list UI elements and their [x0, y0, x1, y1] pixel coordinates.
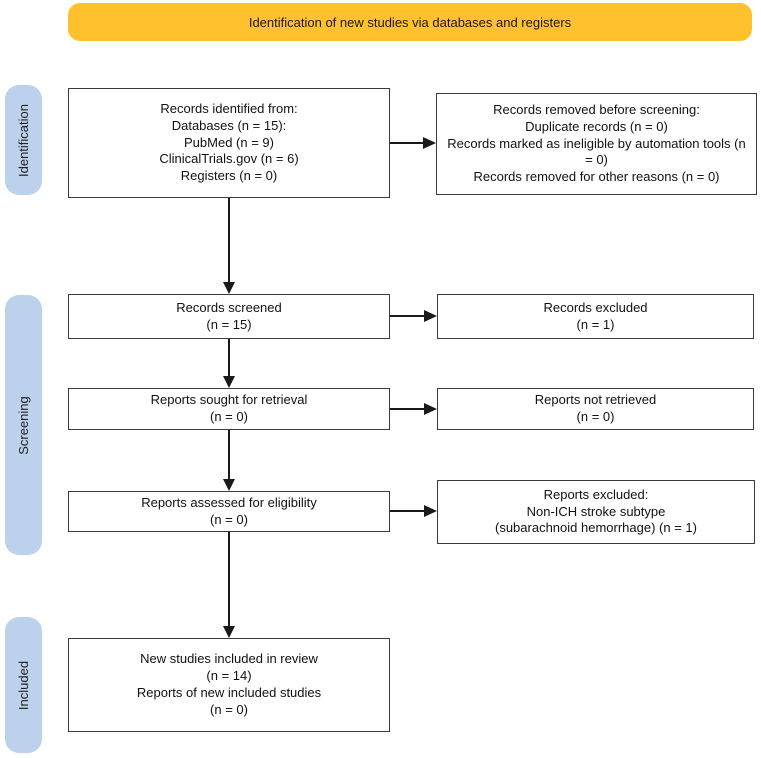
arrow-down-identified-to-screened — [223, 198, 235, 294]
banner-identification-via-databases: Identification of new studies via databa… — [68, 3, 752, 41]
box-reports-not-retrieved: Reports not retrieved (n = 0) — [437, 388, 754, 430]
box-text: Records excluded (n = 1) — [543, 299, 648, 332]
box-text: New studies included in review (n = 14) … — [136, 651, 322, 717]
arrow-right-assessed-to-excluded — [390, 505, 437, 517]
arrow-right-sought-to-not-retrieved — [390, 403, 437, 415]
box-text: Records identified from: Databases (n = … — [159, 100, 299, 184]
box-text: Records removed before screening: Duplic… — [447, 101, 746, 185]
box-records-screened: Records screened (n = 15) — [68, 294, 390, 339]
arrow-down-sought-to-assessed — [223, 430, 235, 491]
stage-label: Identification — [16, 103, 31, 177]
stage-pill-identification: Identification — [5, 85, 42, 195]
box-records-removed-before-screening: Records removed before screening: Duplic… — [436, 93, 757, 195]
box-reports-sought-for-retrieval: Reports sought for retrieval (n = 0) — [68, 388, 390, 430]
box-records-identified: Records identified from: Databases (n = … — [68, 88, 390, 198]
box-text: Reports sought for retrieval (n = 0) — [150, 392, 308, 424]
box-reports-assessed-for-eligibility: Reports assessed for eligibility (n = 0) — [68, 491, 390, 532]
stage-label: Included — [16, 660, 31, 710]
box-text: Records screened (n = 15) — [176, 299, 282, 332]
box-text: Reports not retrieved (n = 0) — [534, 392, 657, 424]
stage-pill-included: Included — [5, 617, 42, 753]
box-reports-excluded-reasons: Reports excluded: Non-ICH stroke subtype… — [437, 480, 755, 544]
arrow-right-screened-to-excluded — [390, 310, 437, 322]
box-text: Reports excluded: Non-ICH stroke subtype… — [495, 486, 697, 536]
box-text: Reports assessed for eligibility (n = 0) — [141, 494, 317, 527]
stage-pill-screening: Screening — [5, 295, 42, 555]
stage-label: Screening — [16, 395, 32, 455]
arrow-down-assessed-to-included — [223, 532, 235, 638]
banner-label: Identification of new studies via databa… — [248, 14, 572, 30]
box-new-studies-included: New studies included in review (n = 14) … — [68, 638, 390, 732]
arrow-right-identified-to-removed — [390, 137, 436, 149]
arrow-down-screened-to-sought — [223, 339, 235, 388]
box-records-excluded: Records excluded (n = 1) — [437, 294, 754, 339]
